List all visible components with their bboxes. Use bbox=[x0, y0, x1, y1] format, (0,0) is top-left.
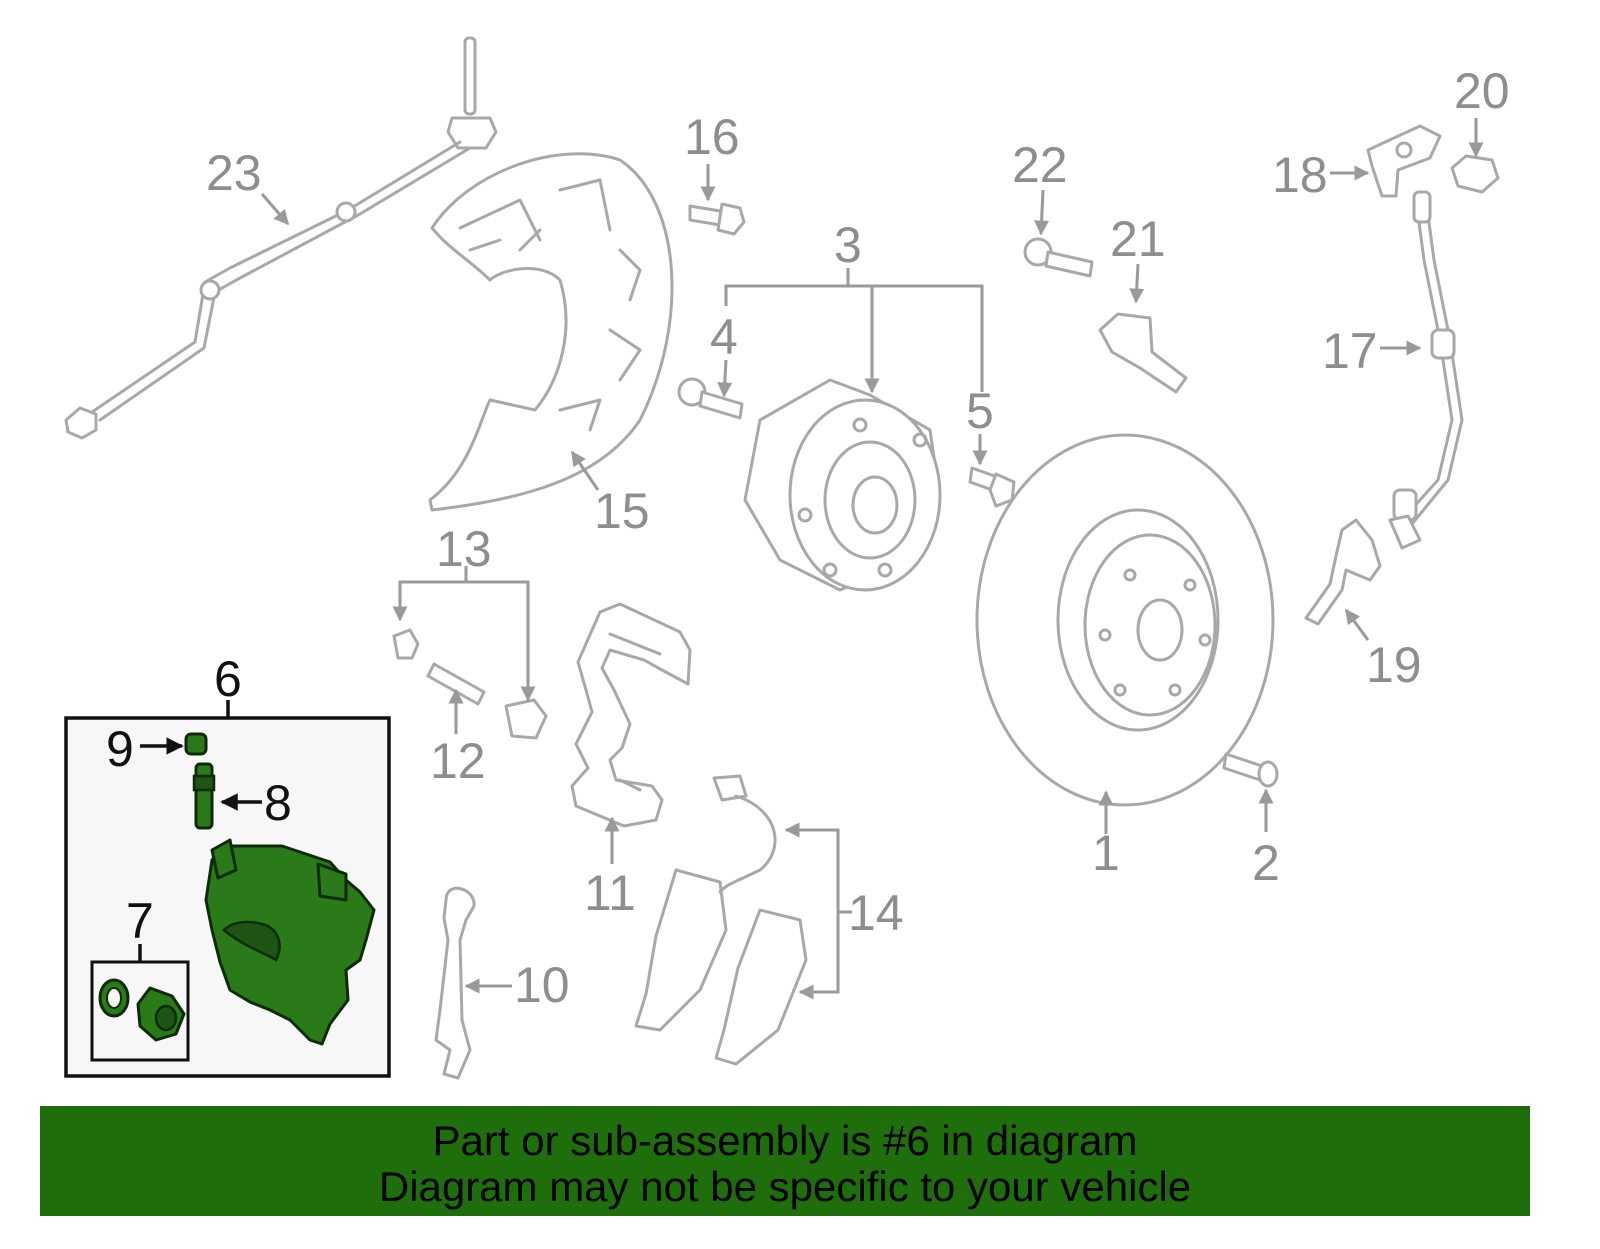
part-3-hub-bearing bbox=[743, 378, 942, 592]
callout-7: 7 bbox=[126, 893, 154, 949]
callout-11: 11 bbox=[584, 865, 636, 921]
callout-21: 21 bbox=[1110, 211, 1166, 267]
part-17-brake-hose bbox=[1388, 190, 1464, 550]
callout-4: 4 bbox=[710, 309, 738, 365]
callout-9: 9 bbox=[106, 721, 134, 777]
callout-2: 2 bbox=[1252, 835, 1280, 891]
part-1-brake-rotor bbox=[975, 433, 1275, 807]
callout-20: 20 bbox=[1454, 63, 1510, 119]
part-6-caliper-assembly-box bbox=[64, 700, 391, 1078]
info-banner: Part or sub-assembly is #6 in diagram Di… bbox=[40, 1106, 1530, 1216]
part-19-bracket bbox=[1304, 518, 1382, 626]
callout-1: 1 bbox=[1092, 825, 1120, 881]
part-18-hose-bracket bbox=[1366, 124, 1442, 198]
callout-19: 19 bbox=[1366, 637, 1422, 693]
part-8-bleeder-screw bbox=[192, 762, 216, 830]
callout-15: 15 bbox=[594, 483, 650, 539]
part-13-guide-pin-bolt bbox=[392, 628, 420, 660]
part-14-brake-pads bbox=[634, 774, 808, 1066]
callout-12: 12 bbox=[430, 733, 486, 789]
part-22-bolt bbox=[1023, 237, 1094, 278]
part-7-seal-kit bbox=[98, 978, 186, 1042]
part-15-splash-shield bbox=[428, 152, 674, 512]
part-10-anti-rattle-spring bbox=[434, 886, 476, 1080]
banner-line-disclaimer: Diagram may not be specific to your vehi… bbox=[378, 1163, 1192, 1210]
part-6-caliper bbox=[204, 838, 376, 1046]
callout-16: 16 bbox=[684, 109, 740, 165]
callout-22: 22 bbox=[1012, 137, 1068, 193]
part-16-bolt bbox=[688, 202, 746, 236]
callout-5: 5 bbox=[966, 383, 994, 439]
leader-lines bbox=[140, 118, 1484, 1000]
callout-6: 6 bbox=[214, 651, 242, 707]
callout-23: 23 bbox=[206, 145, 262, 201]
part-21-bracket bbox=[1098, 312, 1188, 394]
callout-17: 17 bbox=[1322, 323, 1378, 379]
part-23-speed-sensor-harness bbox=[64, 36, 498, 440]
part-5-bolt bbox=[968, 466, 1016, 508]
callout-10: 10 bbox=[514, 957, 570, 1013]
part-4-bolt bbox=[677, 377, 744, 420]
callout-8: 8 bbox=[264, 775, 292, 831]
callout-13: 13 bbox=[436, 521, 492, 577]
part-13-boot bbox=[504, 698, 548, 740]
callout-3: 3 bbox=[834, 217, 862, 273]
callout-14: 14 bbox=[848, 885, 904, 941]
callout-labels: 23 16 22 21 3 4 5 15 20 18 17 19 13 12 1… bbox=[106, 63, 1510, 1013]
banner-line-part-number: Part or sub-assembly is #6 in diagram bbox=[432, 1117, 1138, 1164]
callout-18: 18 bbox=[1272, 147, 1328, 203]
part-20-clip bbox=[1450, 154, 1500, 194]
part-2-screw bbox=[1222, 752, 1279, 788]
part-11-caliper-bracket bbox=[570, 602, 692, 828]
part-9-bleeder-cap bbox=[184, 732, 208, 756]
